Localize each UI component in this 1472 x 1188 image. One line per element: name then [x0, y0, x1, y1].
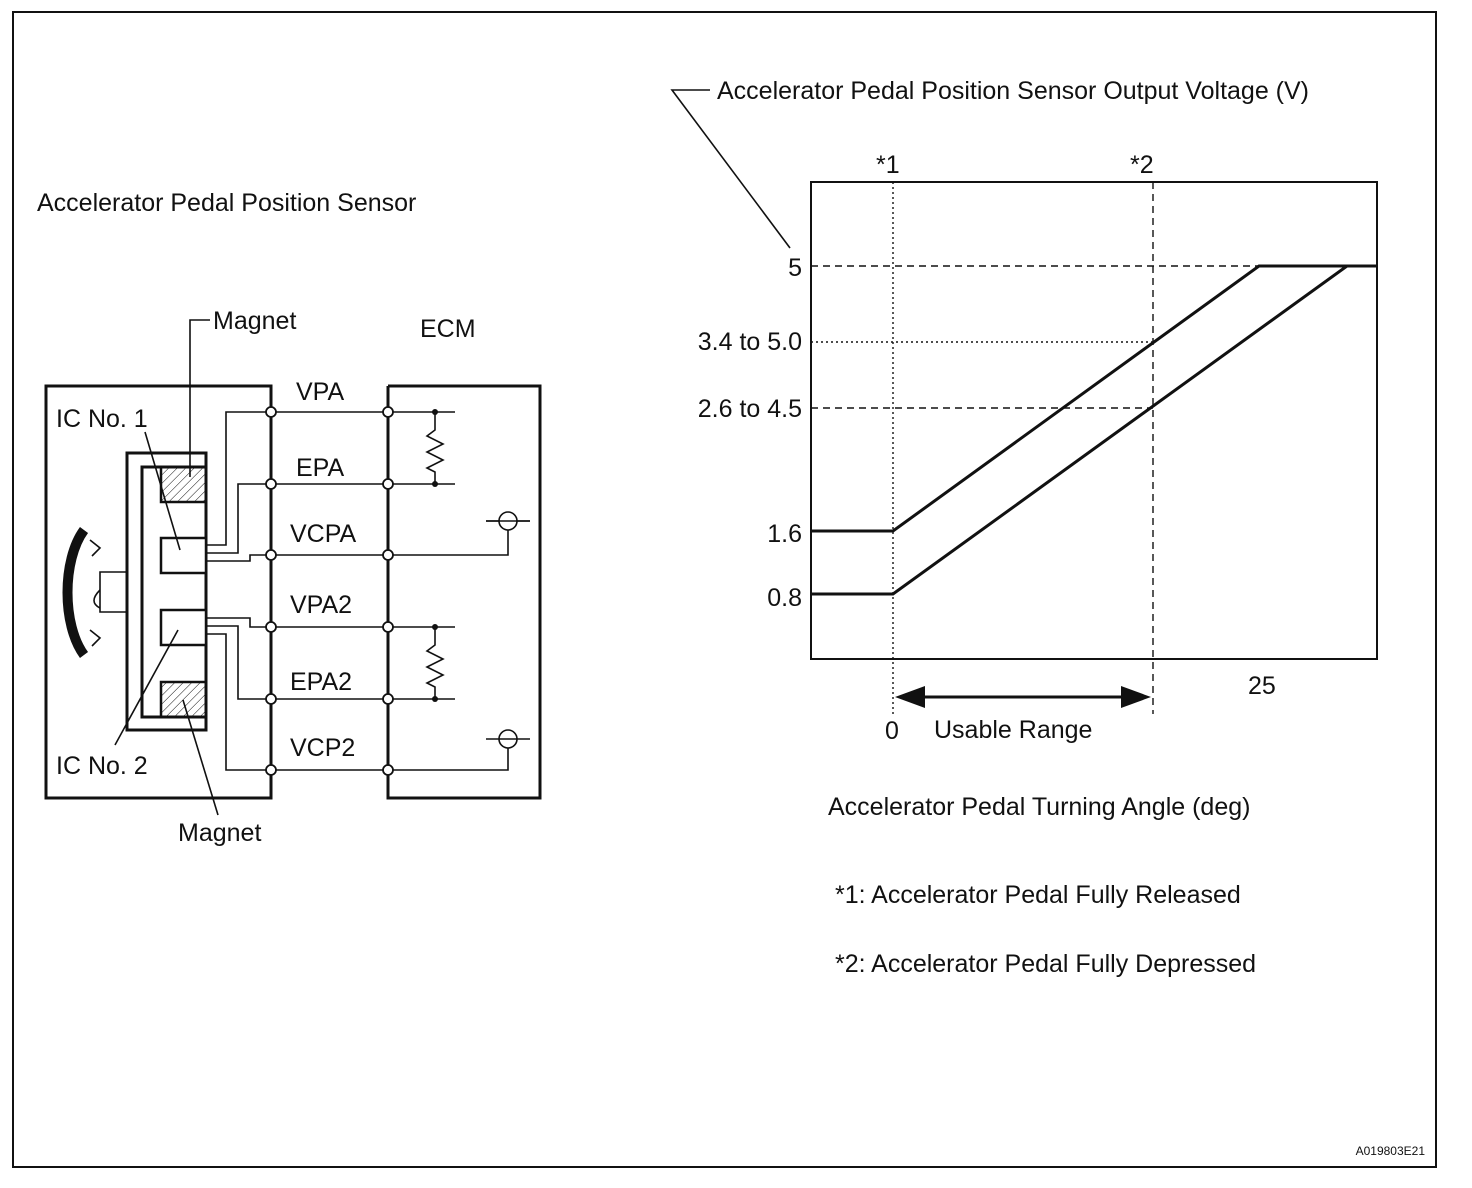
magnet-top-label: Magnet — [213, 307, 296, 335]
ic-no2-chip — [159, 608, 208, 647]
signal-epa2: EPA2 — [290, 668, 352, 696]
rotation-arrowhead-bottom-icon — [89, 629, 102, 647]
magnet-bottom-label: Magnet — [178, 819, 261, 847]
rotation-arrow-icon — [62, 527, 89, 658]
shaft-curl-icon — [93, 589, 101, 609]
wire-vpa2-internal — [206, 617, 271, 628]
ecm-label: ECM — [420, 315, 476, 343]
note-2: *2: Accelerator Pedal Fully Depressed — [835, 950, 1256, 978]
graph-ylabel: Accelerator Pedal Position Sensor Output… — [717, 77, 1309, 105]
magnet-bottom — [159, 680, 208, 719]
magnet-top — [159, 465, 208, 504]
ic1-label: IC No. 1 — [56, 405, 148, 433]
signal-vpa: VPA — [296, 378, 344, 406]
wire-vcp2-internal — [206, 633, 271, 771]
signal-vcp2: VCP2 — [290, 734, 355, 762]
wire-epa2-internal — [206, 625, 271, 700]
ic2-leader — [114, 629, 179, 746]
series-vpa-line — [811, 264, 1377, 533]
ytick-2-6-to-4-5: 2.6 to 4.5 — [698, 395, 802, 423]
ecm-internal-wiring — [388, 409, 530, 771]
ecm-box — [386, 384, 542, 800]
wire-epa-internal — [206, 483, 271, 554]
sensor-title: Accelerator Pedal Position Sensor — [37, 189, 416, 217]
marker-2: *2 — [1130, 151, 1154, 179]
terminals — [265, 406, 394, 776]
xtick-25: 25 — [1248, 672, 1276, 700]
magnet-bottom-leader — [182, 699, 219, 816]
series-vpa2-line — [811, 264, 1377, 596]
signal-vcpa: VCPA — [290, 520, 357, 548]
wire-vcpa-internal — [206, 554, 271, 562]
plot-area — [810, 181, 1378, 660]
ic-no1-chip — [159, 536, 208, 575]
ytick-5: 5 — [788, 254, 802, 282]
sensor-box — [44, 384, 273, 800]
wire-vpa-internal — [206, 411, 271, 546]
usable-range-arrowhead-left-icon — [895, 686, 925, 708]
magnet-top-leader — [189, 319, 210, 477]
usable-range-label: Usable Range — [934, 716, 1092, 744]
ytick-0-8: 0.8 — [767, 584, 802, 612]
note-1: *1: Accelerator Pedal Fully Released — [835, 881, 1241, 909]
signal-epa: EPA — [296, 454, 344, 482]
usable-range-arrowhead-right-icon — [1121, 686, 1151, 708]
graph-xlabel: Accelerator Pedal Turning Angle (deg) — [828, 793, 1250, 821]
marker-1: *1 — [876, 151, 900, 179]
figure-id: A019803E21 — [1356, 1144, 1426, 1158]
pedal-shaft — [99, 571, 127, 613]
ytick-3-4-to-5-0: 3.4 to 5.0 — [698, 328, 802, 356]
ic1-leader — [144, 431, 181, 551]
ylabel-leader — [670, 89, 791, 249]
figure-border — [12, 11, 1437, 1168]
harness-wires — [271, 411, 388, 771]
ytick-1-6: 1.6 — [767, 520, 802, 548]
xtick-0: 0 — [885, 717, 899, 745]
signal-vpa2: VPA2 — [290, 591, 352, 619]
rotation-arrowhead-top-icon — [89, 539, 102, 557]
ic2-label: IC No. 2 — [56, 752, 148, 780]
